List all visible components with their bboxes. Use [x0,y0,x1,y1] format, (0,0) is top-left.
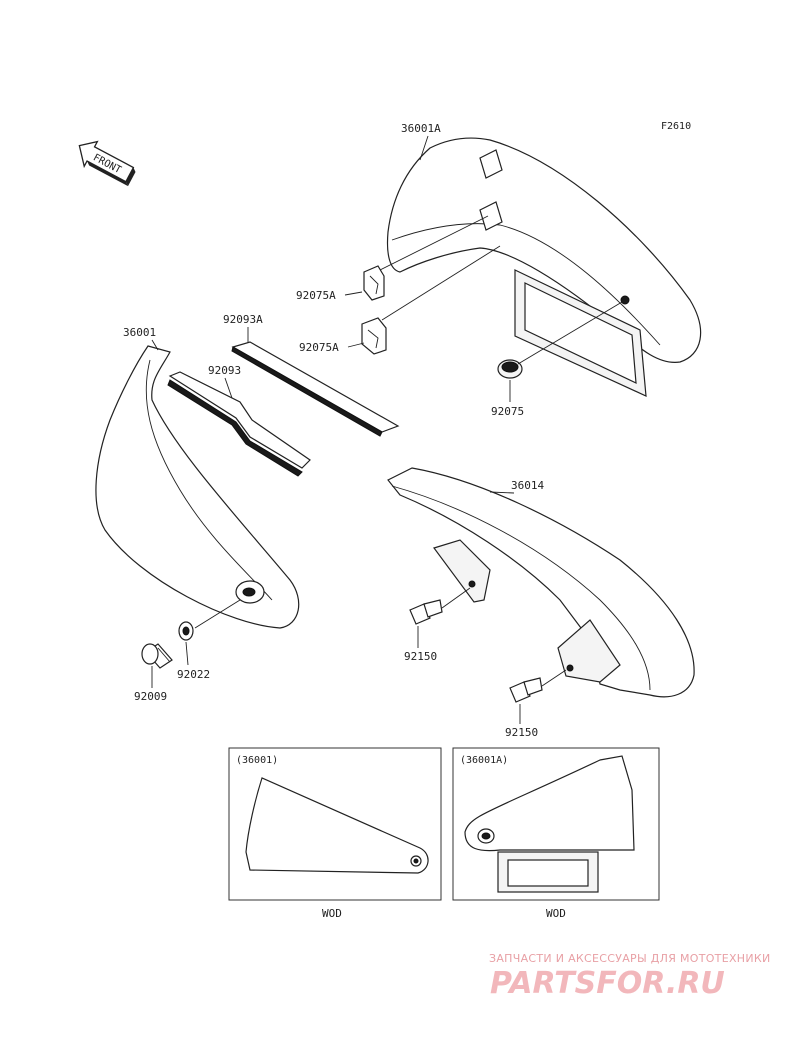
label-92093a: 92093A [223,313,263,326]
bolt-upper-icon [409,599,443,625]
inset-36001a: (36001A) [452,747,660,901]
label-92075a-upper: 92075A [296,289,336,302]
watermark-tagline: ЗАПЧАСТИ И АКСЕССУАРЫ ДЛЯ МОТОТЕХНИКИ [489,952,771,965]
front-arrow-icon: FRONT [78,140,136,187]
label-92075: 92075 [491,405,524,418]
label-36001a: 36001A [401,122,441,135]
clip-lower [361,317,387,355]
inset-36001: (36001) [228,747,442,901]
inset-36001a-caption: WOD [546,907,566,920]
screw-icon [141,643,173,669]
side-cover-right [386,137,702,397]
pad-92093 [167,371,311,477]
label-36001: 36001 [123,326,156,339]
bolt-lower-icon [509,677,543,703]
inset-36001-caption: WOD [322,907,342,920]
watermark-logo: PARTSFOR.RU [490,966,725,1001]
clip-upper [363,265,385,301]
washer [178,621,194,641]
label-92009: 92009 [134,690,167,703]
side-cover-left [95,345,300,629]
pad-92093a [231,341,400,437]
label-92150-upper: 92150 [404,650,437,663]
label-36014: 36014 [511,479,544,492]
grommet [497,359,523,379]
label-92093: 92093 [208,364,241,377]
figure-code: F2610 [661,121,691,132]
label-92022: 92022 [177,668,210,681]
inset-36001a-title: (36001A) [460,755,508,766]
label-92075a-lower: 92075A [299,341,339,354]
inset-36001-title: (36001) [236,755,278,766]
label-92150-lower: 92150 [505,726,538,739]
